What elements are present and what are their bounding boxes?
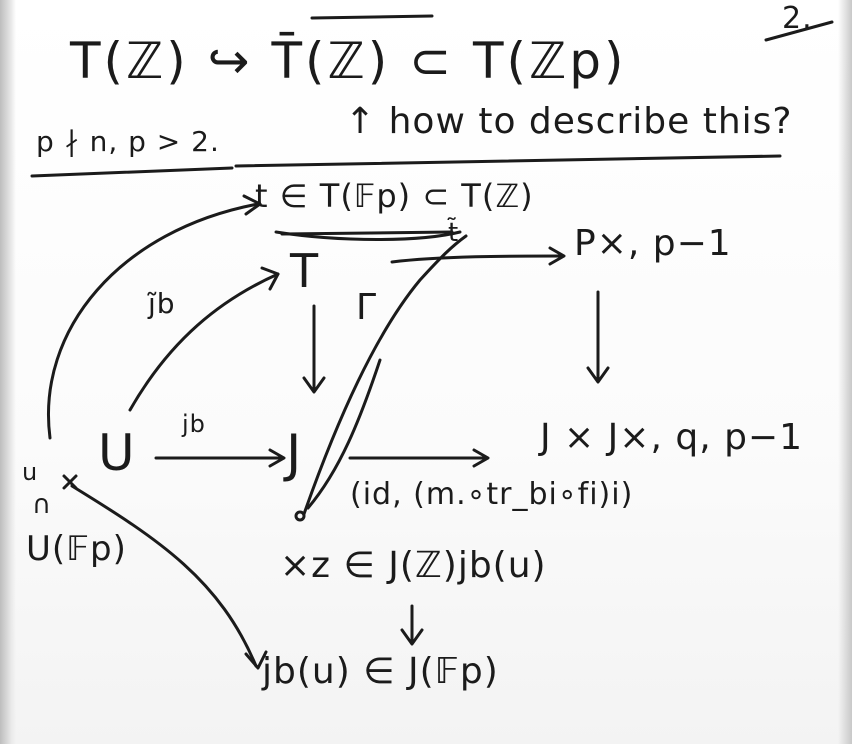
arrowhead-reduction bbox=[400, 628, 424, 646]
diagram-top-line: t ∈ T(𝔽p) ⊂ T(ℤ) bbox=[255, 177, 534, 215]
t-bracket bbox=[274, 230, 462, 241]
arrowhead-Punits-down bbox=[586, 366, 610, 384]
arrowhead-J-to-product bbox=[472, 448, 490, 468]
page-edge-shadow-right bbox=[838, 0, 852, 744]
diagram-p-units: P×, p−1 bbox=[574, 223, 732, 264]
arrowhead-u-to-t bbox=[242, 194, 262, 216]
arrowhead-u-to-jbu bbox=[244, 650, 268, 670]
condition-underline bbox=[30, 166, 234, 178]
diagram-J-product: J × J×, q, p−1 bbox=[540, 417, 803, 458]
heading-chain: T(ℤ) ↪ T̄(ℤ) ⊂ T(ℤp) bbox=[70, 32, 627, 90]
heading-question: ↑ how to describe this? bbox=[345, 101, 793, 142]
diagram-gamma: Γ bbox=[356, 287, 378, 328]
gamma-base-dot bbox=[294, 510, 306, 522]
arrow-u-to-t bbox=[47, 202, 260, 440]
top-line-overline bbox=[280, 230, 454, 236]
diagram-u: u bbox=[22, 458, 39, 486]
diagram-jb: jb bbox=[182, 410, 206, 438]
diagram-U-Fp: U(𝔽p) bbox=[26, 529, 127, 569]
diagram-jb-tilde: j̃b bbox=[148, 287, 176, 320]
gamma-path bbox=[302, 234, 468, 516]
u-cross bbox=[62, 474, 78, 490]
closure-overline bbox=[310, 14, 434, 20]
diagram-jb-u-in-J: jb(u) ∈ J(𝔽p) bbox=[262, 651, 499, 692]
diagram-z-in-J: ×z ∈ J(ℤ)jb(u) bbox=[280, 545, 547, 586]
diagram-map-label: (id, (m.∘tr_bi∘fi)i) bbox=[350, 477, 634, 512]
diagram-membership: ∩ bbox=[32, 490, 53, 520]
arrowhead-T-to-Punits bbox=[548, 246, 566, 266]
diagram-U: U bbox=[98, 424, 136, 482]
heading-divider bbox=[234, 154, 782, 168]
diagram-J: J bbox=[286, 424, 303, 484]
diagram-T: T bbox=[290, 244, 320, 298]
page-number-underline bbox=[764, 20, 834, 42]
arrowhead-T-to-J bbox=[302, 376, 326, 394]
arrowhead-U-to-T bbox=[260, 266, 280, 291]
arrow-T-to-Punits bbox=[390, 254, 564, 264]
page-edge-shadow bbox=[0, 0, 16, 744]
lift-strand bbox=[306, 358, 382, 510]
arrow-u-to-jbu bbox=[70, 484, 258, 668]
arrow-U-to-T bbox=[128, 272, 280, 412]
heading-condition: p ∤ n, p > 2. bbox=[36, 125, 220, 158]
arrowhead-U-to-J bbox=[268, 448, 286, 468]
